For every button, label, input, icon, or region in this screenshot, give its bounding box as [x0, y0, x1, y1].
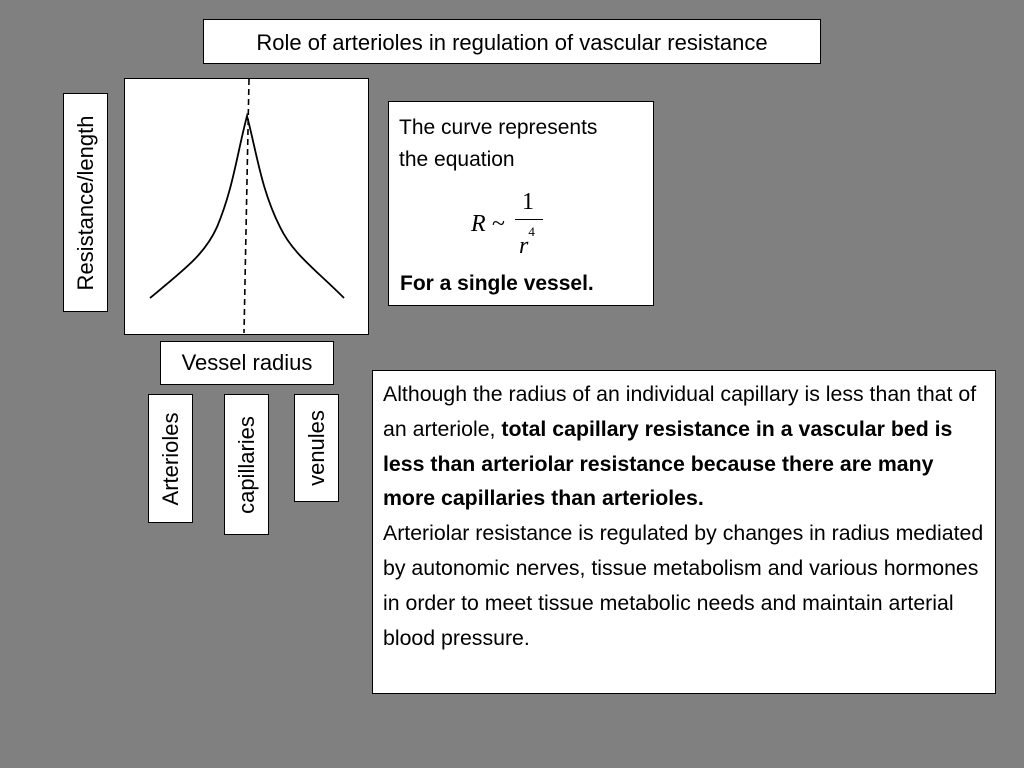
y-axis-label: Resistance/length [72, 115, 98, 290]
vessel-label-arterioles: Arterioles [157, 412, 183, 505]
vessel-label-capillaries: capillaries [233, 415, 259, 514]
equation-box: The curve represents the equation R ~ 1 … [388, 101, 654, 306]
vessel-label-venules: venules [303, 410, 329, 486]
y-axis-label-box: Resistance/length [63, 93, 108, 312]
x-axis-label: Vessel radius [160, 341, 334, 385]
resistance-curve-svg [149, 79, 345, 333]
resistance-curve-plot [124, 78, 369, 335]
explanation-p1-bold: total capillary resistance in a vascular… [383, 416, 953, 511]
equation-intro-line1: The curve represents [399, 116, 598, 139]
explanation-p1-text: Although the radius of an individual cap… [383, 382, 977, 441]
vessel-label-box-arterioles: Arterioles [148, 394, 193, 523]
resistance-curve [149, 112, 345, 299]
explanation-paragraph-1: Although the radius of an individual cap… [383, 377, 985, 516]
formula-lhs: R ~ [471, 211, 505, 237]
formula-exponent: 4 [528, 224, 535, 239]
fraction-bar [515, 219, 543, 220]
explanation-paragraph-2: Arteriolar resistance is regulated by ch… [383, 521, 984, 650]
vessel-label-box-capillaries: capillaries [224, 394, 269, 535]
formula-denominator: r4 [519, 224, 535, 262]
explanation-box: Although the radius of an individual cap… [372, 370, 996, 694]
equation-note: For a single vessel. [400, 272, 594, 295]
vessel-label-box-venules: venules [294, 394, 339, 502]
formula-numerator: 1 [522, 189, 534, 215]
slide-title: Role of arterioles in regulation of vasc… [203, 19, 821, 64]
formula-denominator-base: r [519, 233, 529, 259]
equation-intro-line2: the equation [399, 148, 515, 171]
